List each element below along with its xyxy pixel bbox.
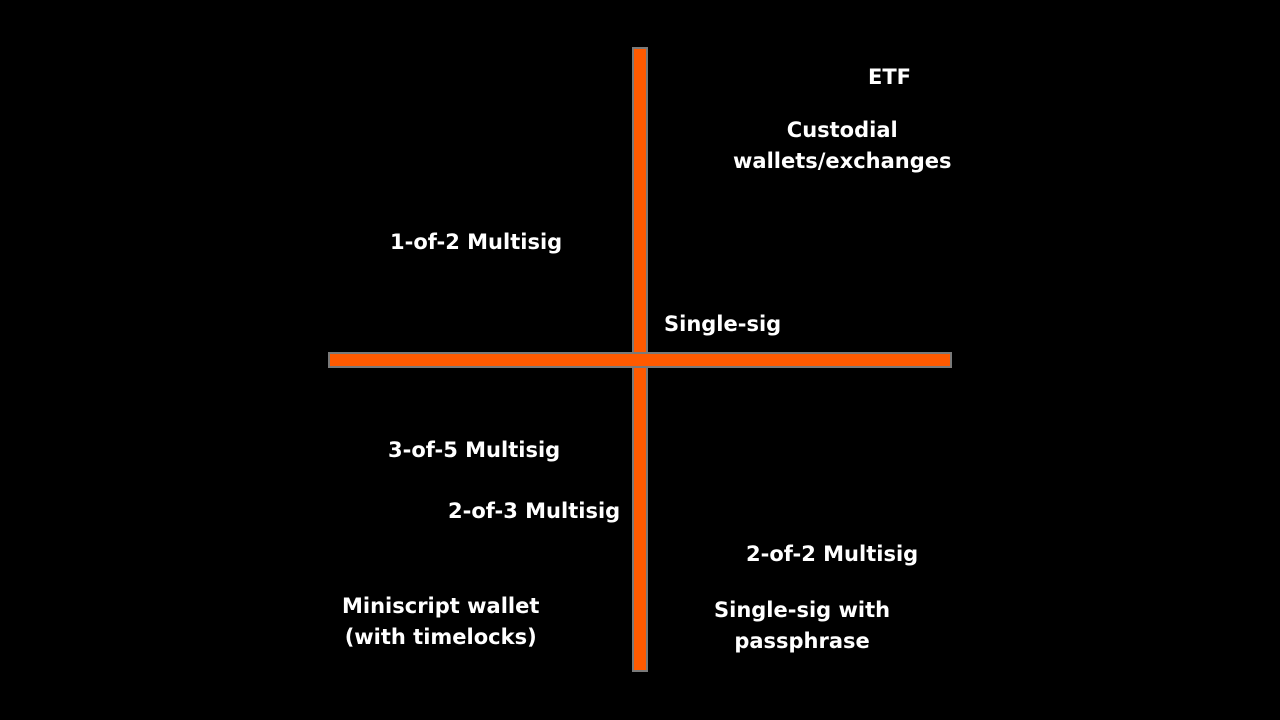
label-line: (with timelocks) bbox=[344, 625, 537, 649]
label-line: 3-of-5 Multisig bbox=[388, 438, 561, 462]
label-2-of-3-multisig: 2-of-3 Multisig bbox=[448, 496, 620, 527]
label-3-of-5-multisig: 3-of-5 Multisig bbox=[388, 435, 560, 466]
label-line: 2-of-3 Multisig bbox=[448, 499, 621, 523]
label-line: Miniscript wallet bbox=[342, 594, 540, 618]
label-line: passphrase bbox=[734, 629, 870, 653]
label-custodial-wallets-exchanges: Custodial wallets/exchanges bbox=[733, 115, 952, 177]
label-line: wallets/exchanges bbox=[733, 149, 952, 173]
axis-intersection bbox=[634, 354, 646, 366]
label-etf: ETF bbox=[868, 62, 911, 93]
label-miniscript-wallet: Miniscript wallet (with timelocks) bbox=[342, 591, 539, 653]
label-line: ETF bbox=[868, 65, 912, 89]
label-2-of-2-multisig: 2-of-2 Multisig bbox=[746, 539, 918, 570]
label-line: 1-of-2 Multisig bbox=[390, 230, 563, 254]
label-line: Single-sig with bbox=[714, 598, 891, 622]
label-single-sig-with-passphrase: Single-sig with passphrase bbox=[714, 595, 890, 657]
label-1-of-2-multisig: 1-of-2 Multisig bbox=[390, 227, 562, 258]
label-single-sig: Single-sig bbox=[664, 309, 781, 340]
label-line: Custodial bbox=[786, 118, 898, 142]
label-line: 2-of-2 Multisig bbox=[746, 542, 919, 566]
label-line: Single-sig bbox=[664, 312, 782, 336]
